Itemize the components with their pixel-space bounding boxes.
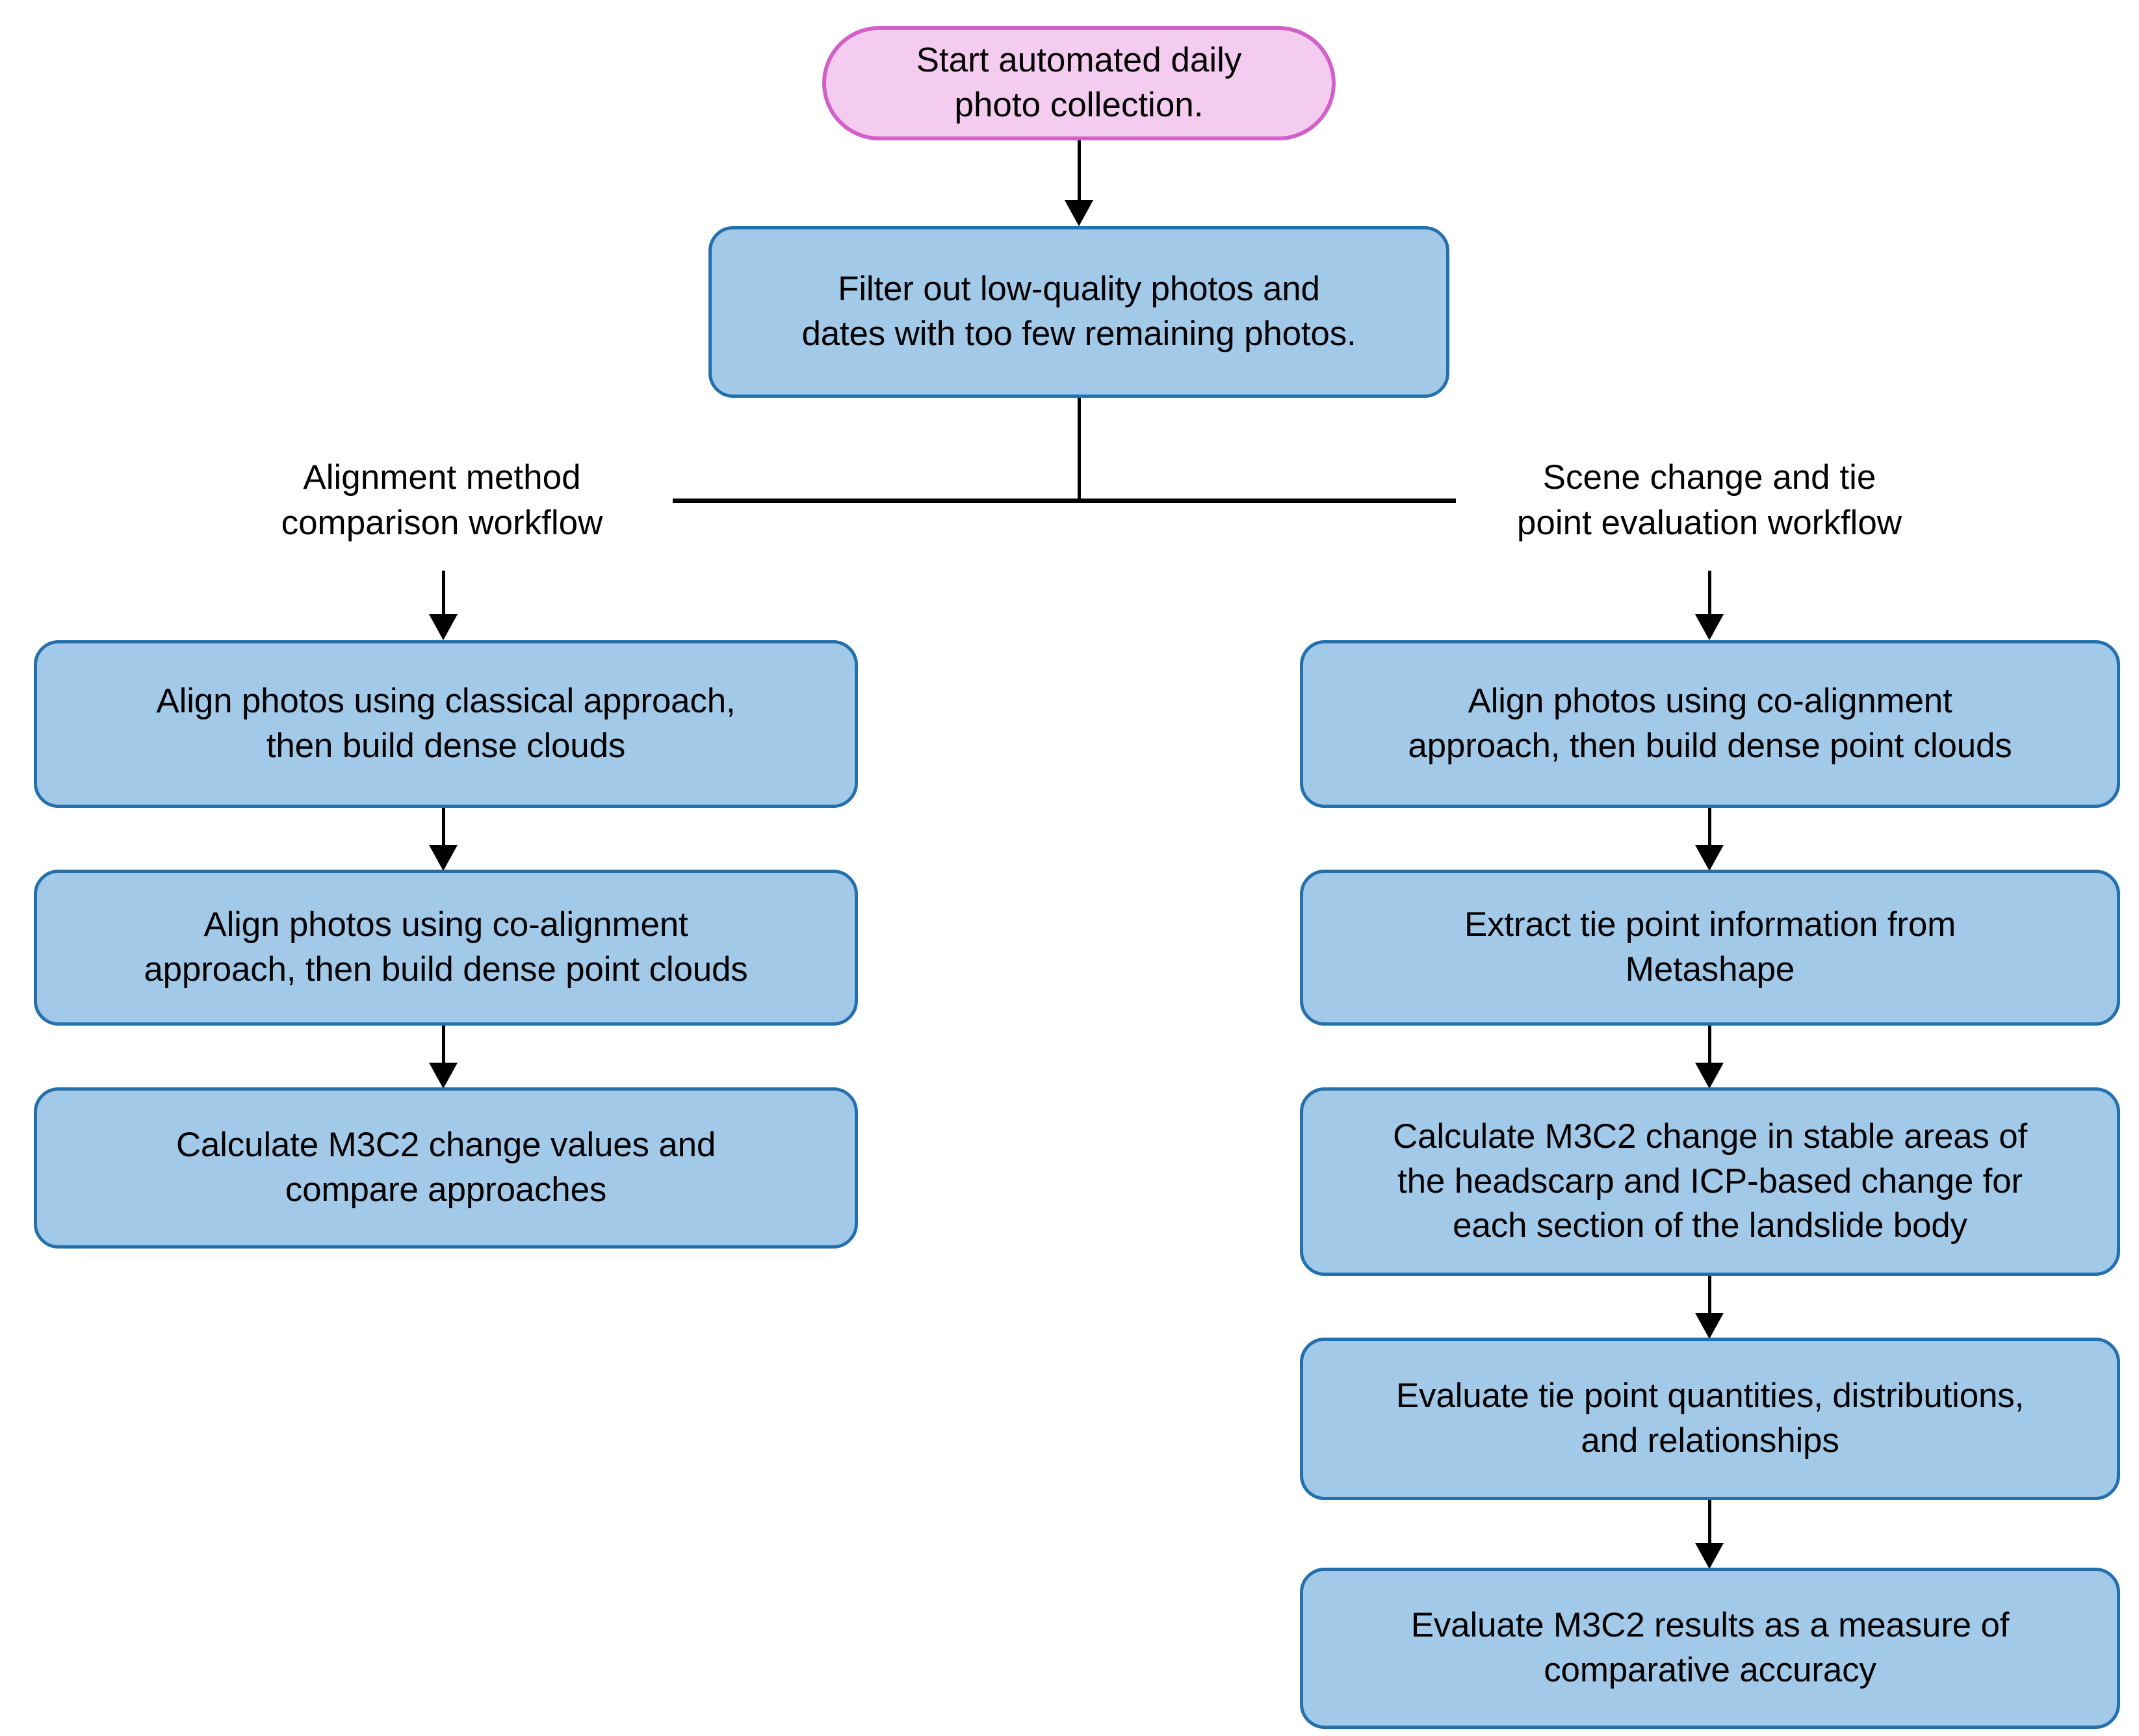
branch-label-scene-change-tie-point: Scene change and tie point evaluation wo… <box>1516 458 1902 542</box>
connector-left-1-to-2 <box>442 808 445 849</box>
node-start-photo-collection[interactable]: Start automated daily photo collection. <box>822 26 1336 140</box>
node-right-step-2[interactable]: Extract tie point information from Metas… <box>1300 870 2120 1026</box>
connector-left-branch-entry <box>442 571 445 617</box>
node-left-step-1[interactable]: Align photos using classical approach, t… <box>34 640 858 808</box>
node-right-step-5[interactable]: Evaluate M3C2 results as a measure of co… <box>1300 1568 2120 1729</box>
node-left-step-3[interactable]: Calculate M3C2 change values and compare… <box>34 1087 858 1249</box>
node-filter-photos[interactable]: Filter out low-quality photos and dates … <box>708 226 1449 398</box>
connector-right-3-to-4 <box>1708 1276 1711 1317</box>
connector-left-2-to-3 <box>442 1026 445 1067</box>
arrowhead-right-branch-entry <box>1695 614 1724 640</box>
connector-right-branch-entry <box>1708 571 1711 617</box>
node-left-step-2[interactable]: Align photos using co-alignment approach… <box>34 870 858 1026</box>
arrowhead-right-4-to-5 <box>1695 1543 1724 1569</box>
arrowhead-right-3-to-4 <box>1695 1313 1724 1339</box>
connector-filter-to-split <box>1078 398 1081 503</box>
split-bus-horizontal <box>673 499 1456 503</box>
arrowhead-start-to-filter <box>1065 200 1093 226</box>
arrowhead-left-1-to-2 <box>429 845 458 871</box>
connector-start-to-filter <box>1078 140 1081 203</box>
arrowhead-left-2-to-3 <box>429 1063 458 1089</box>
node-right-step-3[interactable]: Calculate M3C2 change in stable areas of… <box>1300 1087 2120 1276</box>
arrowhead-right-2-to-3 <box>1695 1063 1724 1089</box>
arrowhead-left-branch-entry <box>429 614 458 640</box>
branch-label-alignment-method-comparison: Alignment method comparison workflow <box>281 458 603 542</box>
arrowhead-right-1-to-2 <box>1695 845 1724 871</box>
connector-right-1-to-2 <box>1708 808 1711 849</box>
node-right-step-1[interactable]: Align photos using co-alignment approach… <box>1300 640 2120 808</box>
node-right-step-4[interactable]: Evaluate tie point quantities, distribut… <box>1300 1338 2120 1500</box>
connector-right-2-to-3 <box>1708 1026 1711 1067</box>
connector-right-4-to-5 <box>1708 1500 1711 1547</box>
